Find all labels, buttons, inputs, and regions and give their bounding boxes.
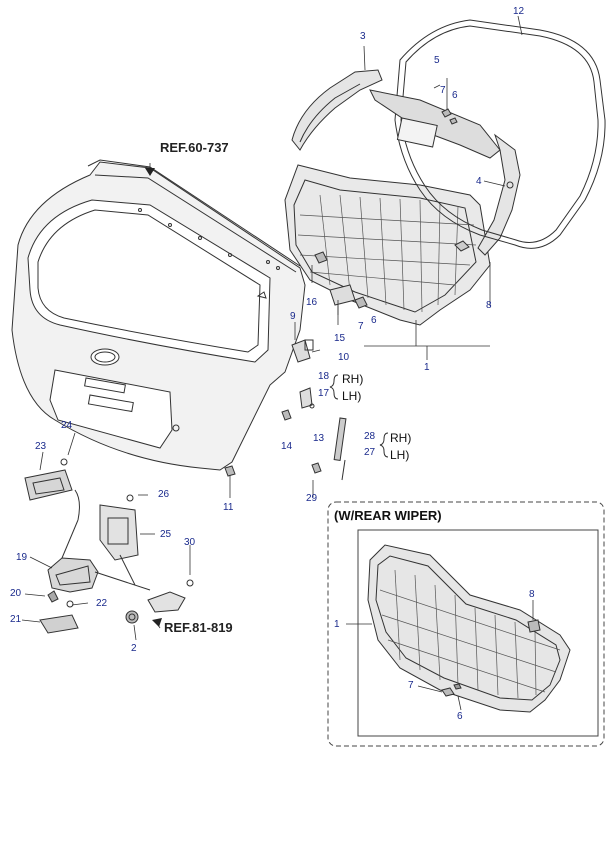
- callout-26: 26: [158, 489, 170, 500]
- center-garnish: [369, 89, 501, 159]
- callout-29: 29: [306, 493, 318, 504]
- callout-6: 6: [452, 90, 458, 101]
- ref-arrows: [145, 168, 162, 627]
- callout-11: 11: [223, 502, 234, 513]
- callout-21: 21: [10, 614, 22, 625]
- callout-30: 30: [184, 537, 196, 548]
- bracket-27-28: [379, 432, 389, 458]
- callout-16: 16: [306, 297, 318, 308]
- clips-top: [441, 108, 458, 125]
- callout-17: 17: [318, 388, 330, 399]
- bracket-17-18: [329, 374, 339, 400]
- inset-callout-8: 8: [529, 589, 535, 600]
- inset-leaders: [346, 600, 534, 711]
- ref-label-tailgate: REF.60-737: [160, 140, 229, 155]
- side-trim: [477, 133, 521, 256]
- callout-28: 28: [364, 431, 376, 442]
- callout-2: 2: [131, 643, 137, 654]
- callout-25: 25: [160, 529, 172, 540]
- callout-7: 7: [440, 85, 446, 96]
- callout-18: 18: [318, 371, 330, 382]
- actuator: [99, 494, 139, 586]
- inset-callout-7: 7: [408, 680, 414, 691]
- inset-callout-6: 6: [457, 711, 463, 722]
- callout-7b: 7: [358, 321, 364, 332]
- callout-24: 24: [61, 420, 73, 431]
- callout-6b: 6: [371, 315, 377, 326]
- callout-20: 20: [10, 588, 22, 599]
- inset-frame: [357, 529, 599, 737]
- callout-13: 13: [313, 433, 325, 444]
- callout-27: 27: [364, 447, 376, 458]
- callout-12: 12: [513, 6, 525, 17]
- callout-3: 3: [360, 31, 366, 42]
- callout-8: 8: [486, 300, 492, 311]
- hinges-bolts: [224, 251, 368, 477]
- side-label-rh-28: RH): [390, 431, 412, 445]
- inset-trim-panel: [367, 544, 571, 713]
- callout-23: 23: [35, 441, 47, 452]
- side-label-lh-27: LH): [390, 448, 410, 462]
- callout-1: 1: [424, 362, 430, 373]
- callout-14: 14: [281, 441, 293, 452]
- handle-switch: [24, 458, 73, 501]
- callout-10: 10: [338, 352, 350, 363]
- inset-box: [327, 501, 605, 747]
- callout-9: 9: [290, 311, 296, 322]
- side-label-rh-18: RH): [342, 372, 364, 386]
- latch-assembly: [47, 489, 151, 593]
- callout-4: 4: [476, 176, 482, 187]
- callout-19: 19: [16, 552, 28, 563]
- callout-15: 15: [334, 333, 346, 344]
- ref-label-latch: REF.81-819: [164, 620, 233, 635]
- gas-lifter: [333, 417, 347, 481]
- upper-garnish: [291, 69, 383, 151]
- side-label-lh-17: LH): [342, 389, 362, 403]
- weatherstrip: [394, 19, 606, 249]
- inner-trim-panel: [284, 164, 491, 326]
- tailgate-panel: [11, 159, 306, 471]
- inset-title: (W/REAR WIPER): [334, 508, 442, 523]
- striker-parts: [39, 579, 194, 634]
- inset-callout-1: 1: [334, 619, 340, 630]
- callout-22: 22: [96, 598, 108, 609]
- callout-5: 5: [434, 55, 440, 66]
